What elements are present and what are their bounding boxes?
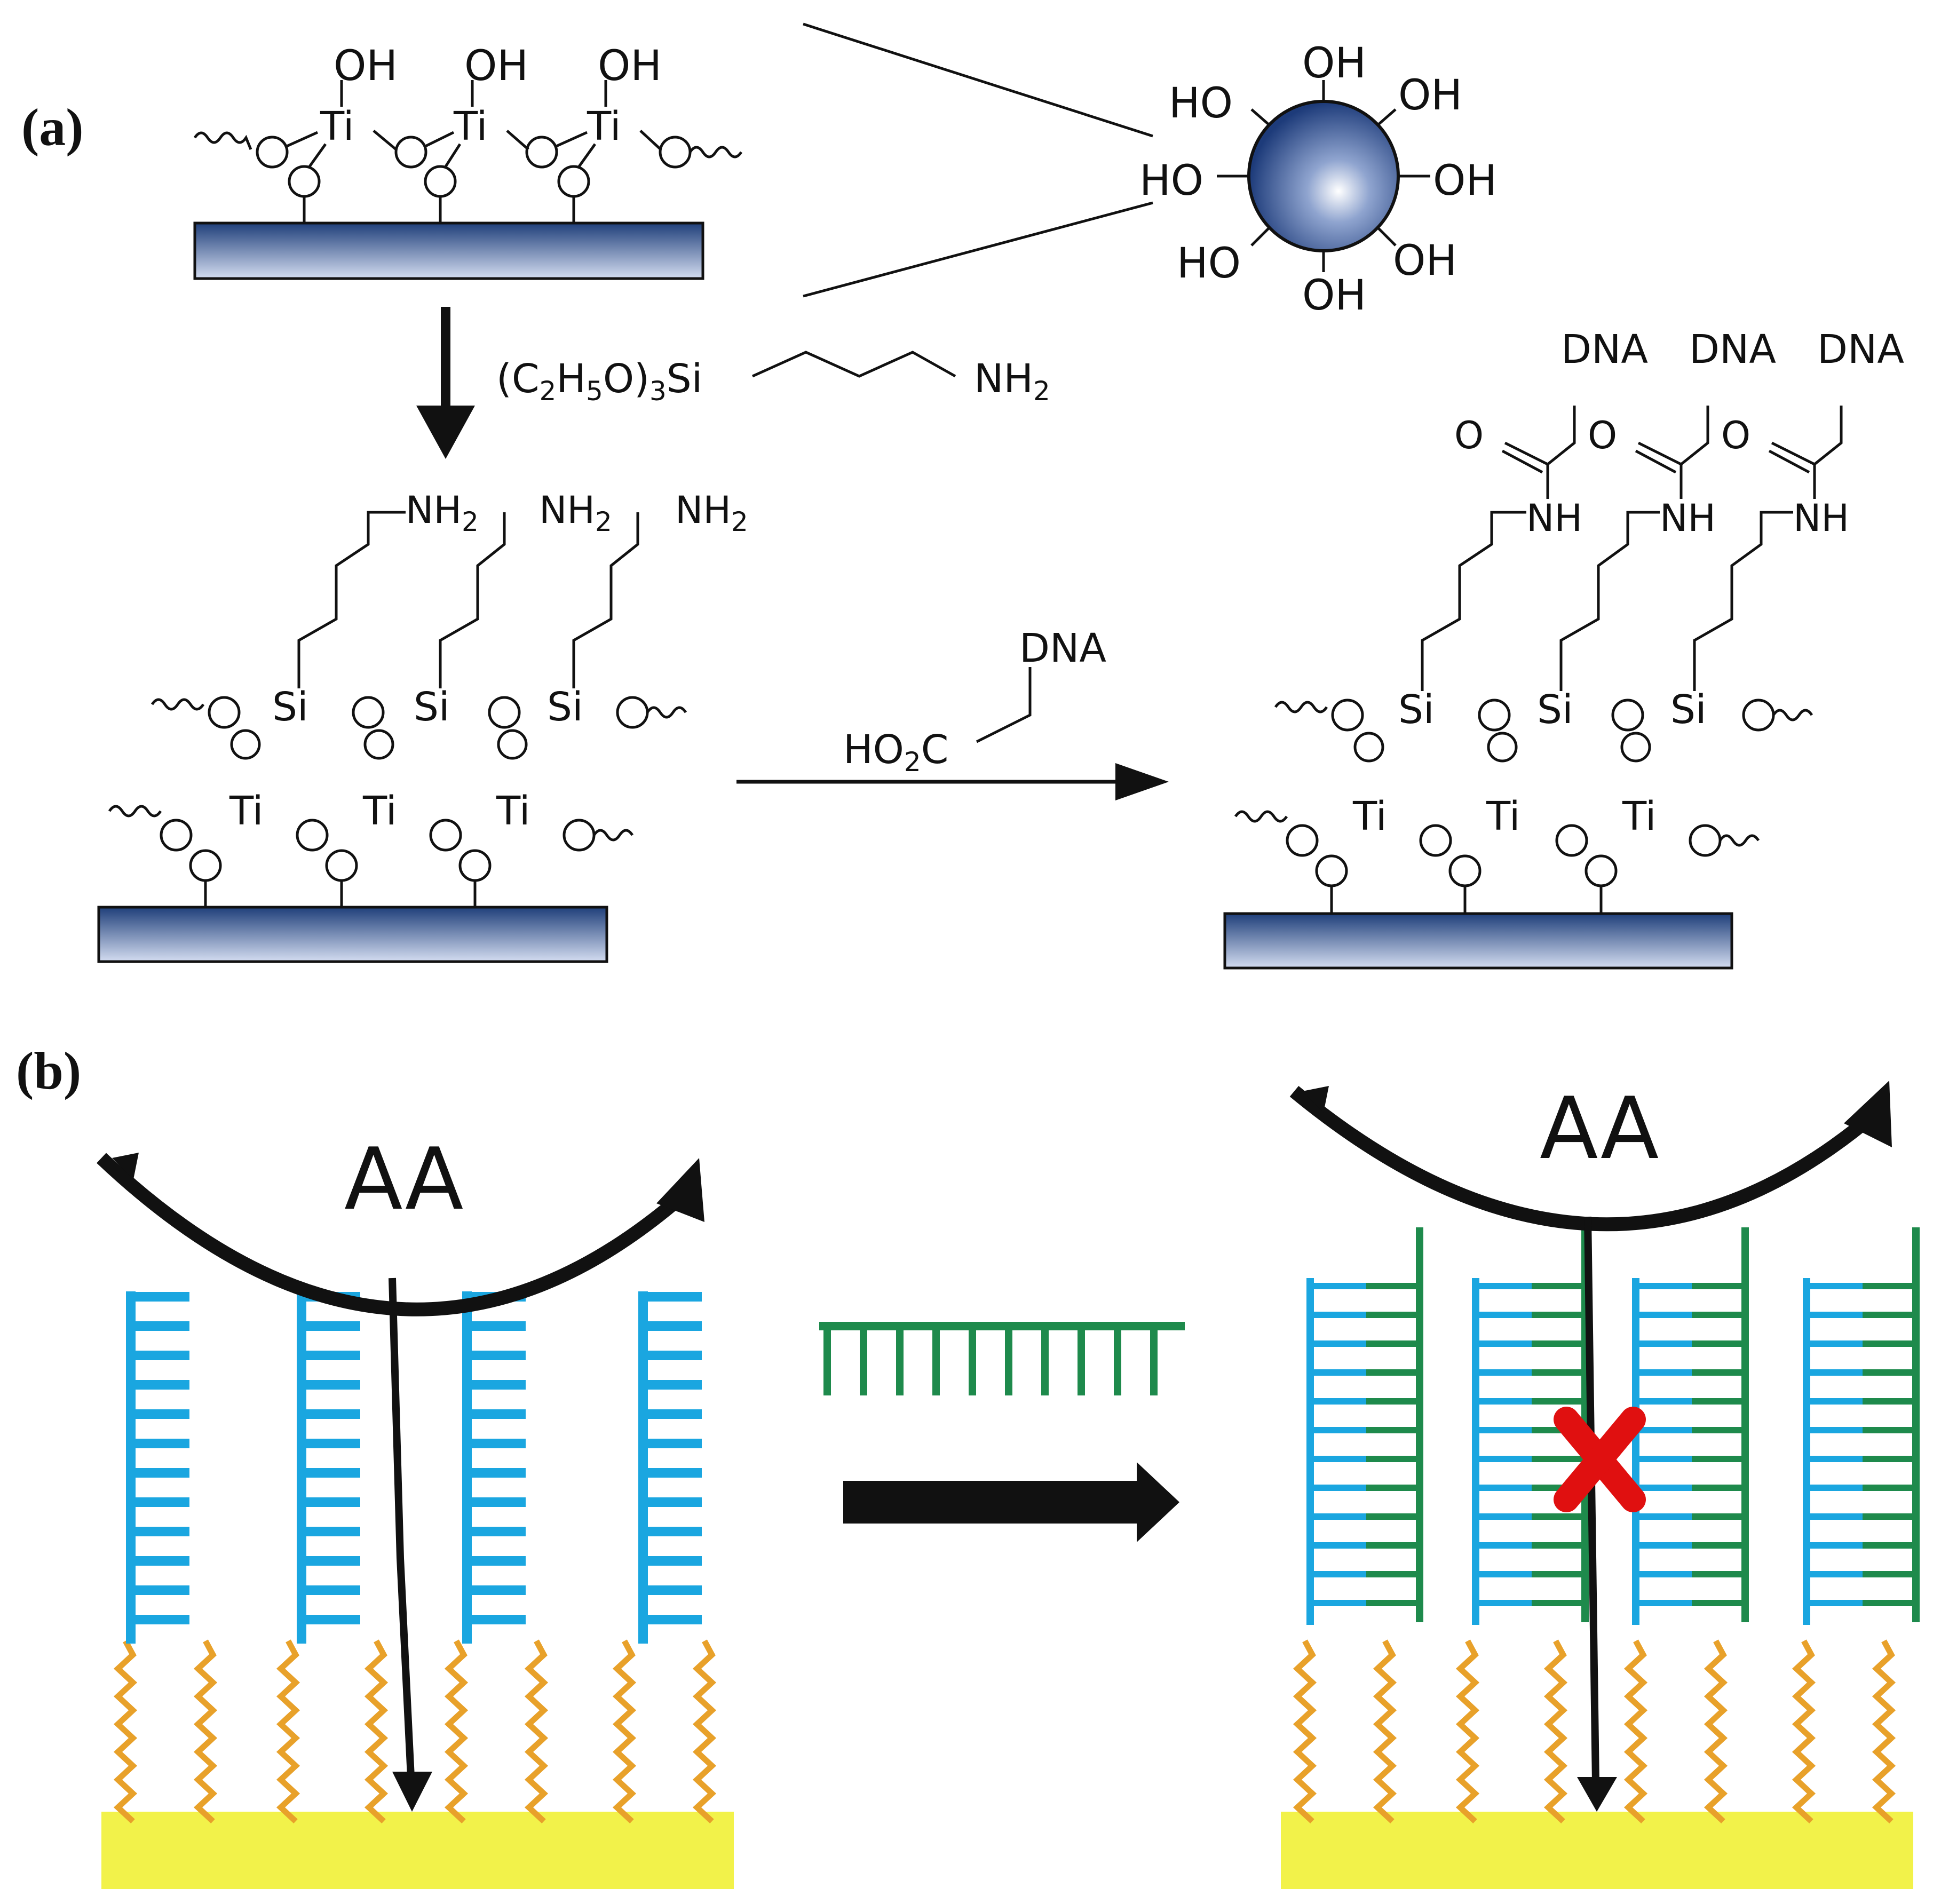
- hydroxylated-particle: OH HO OH HO OH HO OH OH: [1139, 39, 1497, 320]
- hydroxyl-label: OH: [1302, 39, 1366, 88]
- si-atom: Si: [1537, 687, 1573, 733]
- hydroxyl-label: HO: [1177, 240, 1241, 288]
- thiol-linkers: [1293, 1639, 1896, 1824]
- linker-chain: [1543, 1639, 1568, 1824]
- ti-atom: Ti: [320, 104, 354, 149]
- ti-atom: Ti: [1352, 794, 1387, 839]
- aa-blocked-path: [1584, 1216, 1599, 1783]
- amide-nh: NH: [1526, 496, 1582, 540]
- linker-chain: [692, 1639, 717, 1824]
- ti-atom: Ti: [1622, 794, 1657, 839]
- panel-label-a: (a): [21, 98, 84, 157]
- zoom-line: [803, 201, 1153, 298]
- si-atom: Si: [1670, 687, 1707, 733]
- reagent-amine: NH2: [974, 356, 1050, 407]
- carbonyl-oxygen: O: [1454, 414, 1484, 457]
- hydroxyl-label: OH: [334, 42, 398, 90]
- panel-label-b: (b): [16, 1041, 81, 1100]
- linker-chain: [612, 1639, 637, 1824]
- ti-atom: Ti: [496, 788, 530, 834]
- silanization-step: (C2H5O)3Si NH2: [416, 307, 1050, 459]
- linker-chain: [1704, 1639, 1728, 1824]
- substrate: [1223, 912, 1733, 970]
- dna-label: DNA: [1019, 625, 1106, 671]
- si-atom: Si: [1398, 687, 1435, 733]
- ti-atom: Ti: [229, 788, 264, 834]
- dna-immobilized-surface: Ti Ti Ti Si Si Si NH NH NH O O O DNA DNA: [1223, 327, 1904, 970]
- linker-chain: [364, 1639, 389, 1824]
- blocked-cross-mark: [1554, 1407, 1646, 1512]
- linker-chain: [444, 1639, 469, 1824]
- ti-atom: Ti: [362, 788, 397, 834]
- substrate: [97, 906, 608, 963]
- hybridization-arrow: [843, 1462, 1179, 1542]
- amine-group: NH2: [675, 488, 748, 537]
- carbonyl-oxygen: O: [1588, 414, 1617, 457]
- dna-label: DNA: [1689, 327, 1776, 372]
- carbonyl-oxygen: O: [1721, 414, 1750, 457]
- hydroxyl-label: OH: [1433, 157, 1497, 205]
- hydroxyl-label: OH: [1393, 237, 1457, 285]
- thiol-linkers: [113, 1639, 717, 1824]
- amine-group: NH2: [539, 488, 612, 537]
- aa-curved-arrow: [1289, 1085, 1878, 1232]
- ti-atom: Ti: [1486, 794, 1520, 839]
- linker-chain: [1623, 1639, 1648, 1824]
- linker-chain: [113, 1639, 138, 1824]
- ti-atom: Ti: [453, 104, 488, 149]
- linker-chain: [193, 1639, 218, 1824]
- ti-atom: Ti: [587, 104, 621, 149]
- hybridization-step: [819, 1322, 1185, 1542]
- dna-label: DNA: [1561, 327, 1648, 372]
- hydroxyl-label: HO: [1139, 157, 1203, 205]
- linker-chain: [524, 1639, 549, 1824]
- dna-label: DNA: [1817, 327, 1904, 372]
- duplex-strand: [1632, 1227, 1749, 1625]
- amine-group: NH2: [406, 488, 479, 537]
- hydroxyl-label: OH: [598, 42, 662, 90]
- si-atom: Si: [272, 684, 308, 730]
- duplex-strand: [1306, 1227, 1423, 1625]
- amide-nh: NH: [1793, 496, 1849, 540]
- ascorbic-acid-label: AA: [1540, 1078, 1659, 1178]
- hydroxyl-label: OH: [464, 42, 528, 90]
- probe-electrode: AA: [97, 1129, 734, 1889]
- linker-chain: [1373, 1639, 1397, 1824]
- linker-chain: [1792, 1639, 1816, 1824]
- probe-strand: [462, 1291, 526, 1644]
- tio2-surface-initial: Ti Ti Ti OH OH OH: [193, 42, 743, 280]
- si-atom: Si: [414, 684, 450, 730]
- duplex-electrode: AA: [1281, 1078, 1920, 1889]
- aa-diffusion-path: [389, 1278, 415, 1778]
- gold-electrode: [101, 1812, 734, 1889]
- gold-electrode: [1281, 1812, 1913, 1889]
- hydroxyl-label: OH: [1398, 72, 1462, 120]
- substrate: [193, 221, 704, 280]
- amide-nh: NH: [1660, 496, 1716, 540]
- linker-chain: [1293, 1639, 1317, 1824]
- aminosilane-surface: Ti Ti Ti Si Si Si NH2 NH2 NH2: [97, 488, 748, 963]
- reagent-formula: (C2H5O)3Si: [496, 356, 702, 407]
- linker-chain: [1455, 1639, 1480, 1824]
- zoom-line: [803, 22, 1153, 138]
- duplex-strand: [1803, 1227, 1920, 1625]
- si-atom: Si: [547, 684, 583, 730]
- carboxyl-dna: HO2C: [843, 727, 948, 778]
- hydroxyl-label: HO: [1169, 80, 1233, 128]
- probe-strand: [126, 1291, 189, 1644]
- probe-strand: [297, 1291, 360, 1644]
- particle-sphere: [1247, 100, 1400, 252]
- linker-chain: [276, 1639, 300, 1824]
- dna-coupling-step: DNA HO2C: [736, 625, 1169, 800]
- ascorbic-acid-label: AA: [344, 1129, 463, 1229]
- hydroxyl-label: OH: [1302, 272, 1366, 320]
- linker-chain: [1872, 1639, 1896, 1824]
- probe-dna-strands: [126, 1291, 702, 1644]
- probe-strand: [638, 1291, 702, 1644]
- target-dna-strand: [819, 1322, 1185, 1395]
